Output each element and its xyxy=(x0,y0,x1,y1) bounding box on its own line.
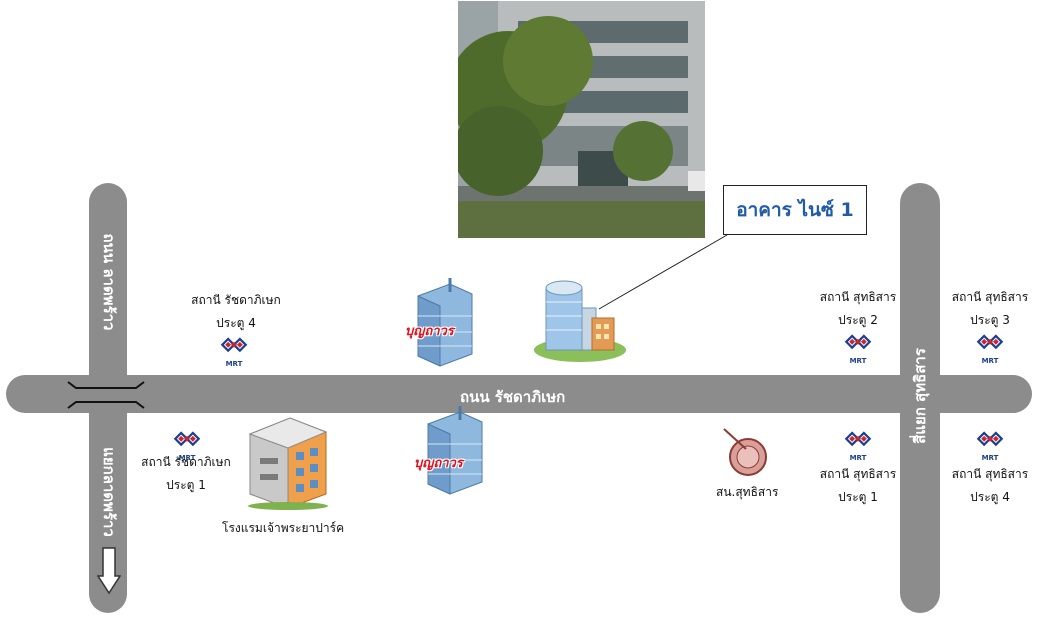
ladprao-road-label: ถนน ลาดพร้าว xyxy=(100,233,118,331)
road-ratchadaphisek xyxy=(6,375,1032,413)
station-ratchada-1-exit: ประตู 1 xyxy=(166,478,206,492)
station-sutthisan-3-name: สถานี สุทธิสาร xyxy=(951,290,1029,304)
building-callout: อาคาร ไนซ์ 1 xyxy=(723,185,867,235)
boonthavorn-building-icon-2 xyxy=(427,406,483,495)
target-building-icon xyxy=(534,280,626,362)
boonthavorn-brand-bottom: บุญถาวร xyxy=(414,456,463,471)
hotel-label: โรงแรมเจ้าพระยาปาร์ค xyxy=(222,521,345,535)
boonthavorn-building-icon xyxy=(417,278,473,367)
main-road-label: ถนน รัชดาภิเษก xyxy=(460,388,566,406)
station-sutthisan-1-exit: ประตู 1 xyxy=(838,490,878,504)
boonthavorn-brand-top: บุญถาวร xyxy=(405,324,454,339)
mrt-logo-icon: MRT xyxy=(838,333,878,365)
sutthisan-junction-label: สี่แยก สุทธิสาร xyxy=(911,348,929,444)
station-sutthisan-4-name: สถานี สุทธิสาร xyxy=(951,467,1029,481)
overpass-icon xyxy=(67,381,145,409)
station-ratchada-1-name: สถานี รัชดาภิเษก xyxy=(141,455,231,469)
mrt-logo-icon: MRT xyxy=(838,430,878,462)
mrt-logo-icon: MRT xyxy=(970,333,1010,365)
mrt-logo-icon: MRT xyxy=(214,336,254,368)
police-seal-icon xyxy=(723,428,767,476)
station-ratchada-4-exit: ประตู 4 xyxy=(216,316,256,330)
down-arrow-icon xyxy=(97,547,121,595)
station-sutthisan-4-exit: ประตู 4 xyxy=(970,490,1010,504)
station-ratchada-4-name: สถานี รัชดาภิเษก xyxy=(191,293,281,307)
station-sutthisan-2-exit: ประตู 2 xyxy=(838,313,878,327)
station-sutthisan-1-name: สถานี สุทธิสาร xyxy=(819,467,897,481)
mrt-logo-icon: MRT xyxy=(970,430,1010,462)
mrt-logo-icon: MRT xyxy=(167,430,207,462)
ladprao-junction-label: แยกลาดพร้าว xyxy=(100,447,118,537)
callout-pointer xyxy=(598,234,728,310)
station-sutthisan-2-name: สถานี สุทธิสาร xyxy=(819,290,897,304)
building-photo xyxy=(458,1,705,238)
police-station-label: สน.สุทธิสาร xyxy=(716,485,779,499)
hotel-building-icon xyxy=(248,417,328,510)
station-sutthisan-3-exit: ประตู 3 xyxy=(970,313,1010,327)
